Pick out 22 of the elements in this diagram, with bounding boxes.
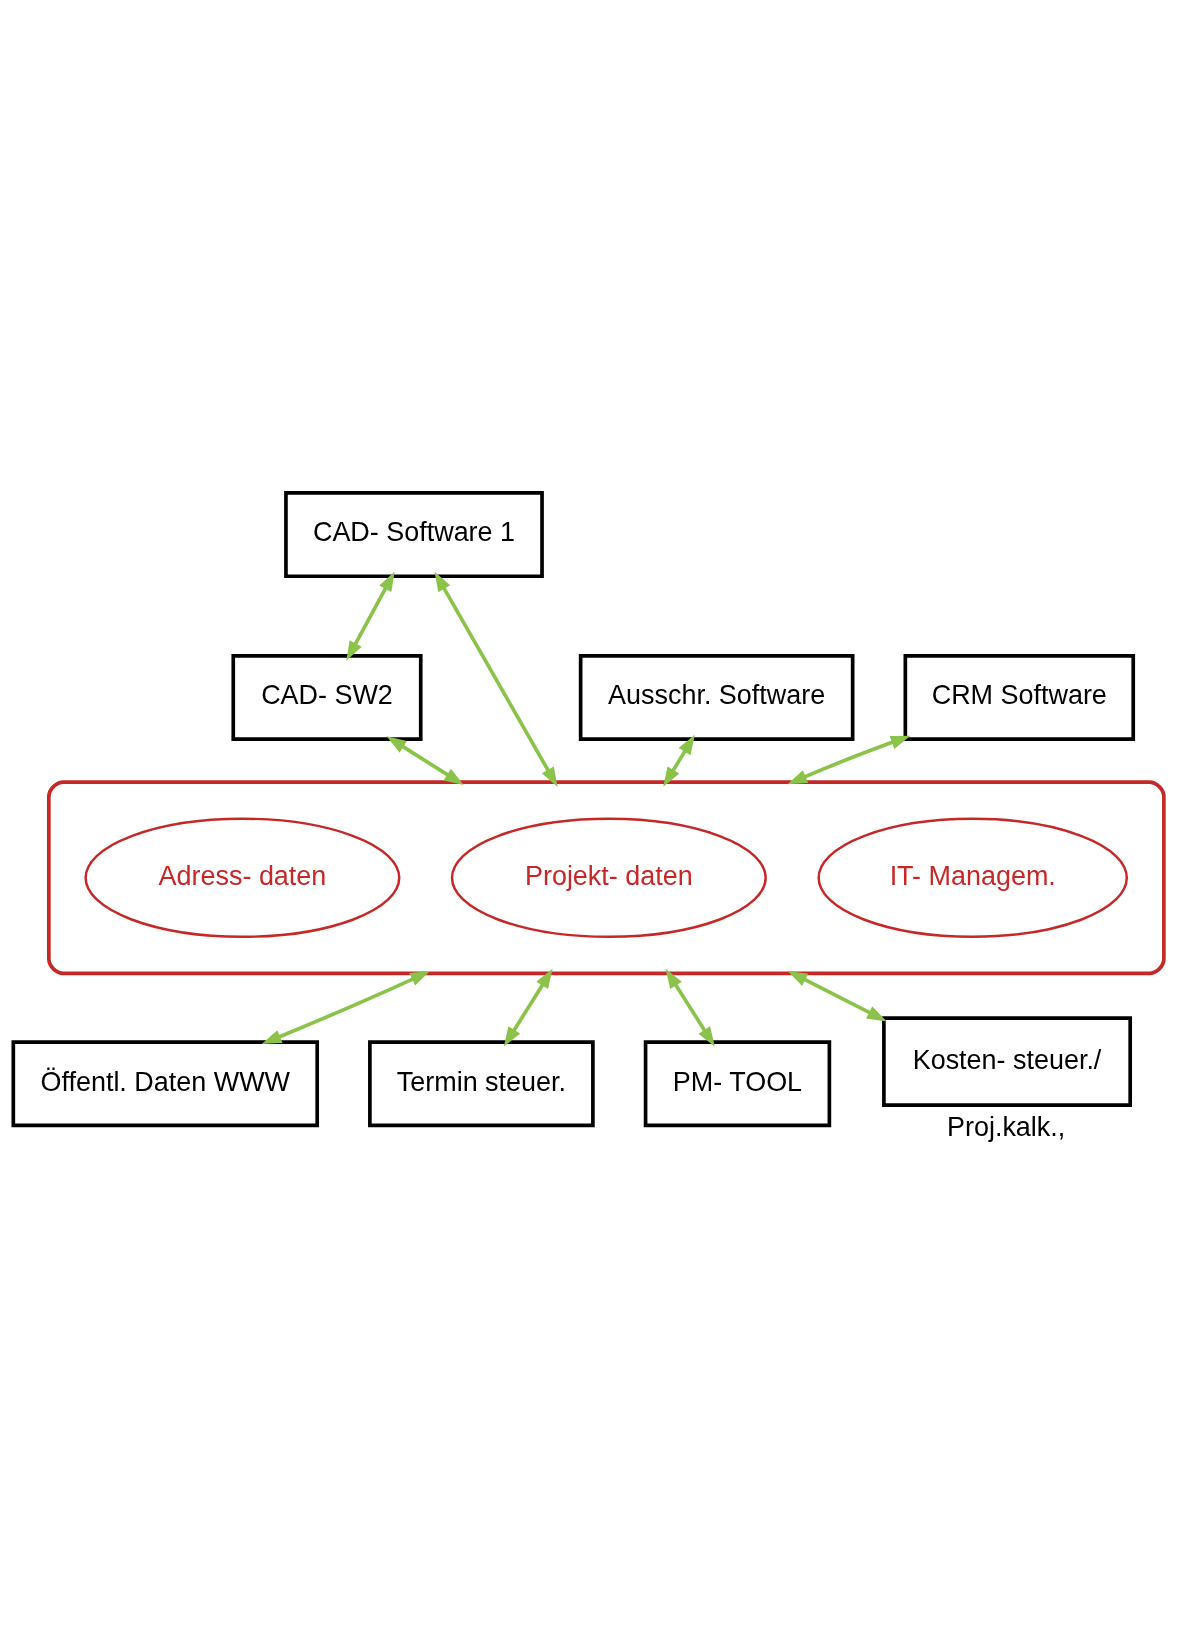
arrow	[787, 970, 887, 1022]
arrow	[503, 968, 553, 1047]
node-box: CAD- Software 1	[284, 491, 544, 579]
cluster	[47, 780, 1166, 976]
node-box: Ausschr. Software	[578, 654, 855, 742]
node-ellipse: IT- Managem.	[817, 817, 1128, 938]
arrow	[434, 571, 558, 787]
arrow	[386, 736, 464, 786]
node-box: Öffentl. Daten WWW	[11, 1040, 320, 1128]
node-ellipse: Adress- daten	[84, 817, 401, 938]
node-box: Termin steuer.	[368, 1040, 595, 1128]
node-box: CRM Software	[903, 654, 1136, 742]
node-box: Kosten- steuer./	[882, 1016, 1132, 1107]
node-box: CAD- SW2	[231, 654, 423, 742]
arrow	[787, 735, 911, 785]
node-box: PM- TOOL	[643, 1040, 832, 1128]
arrow	[261, 971, 431, 1045]
node-label: Proj.kalk.,	[947, 1111, 1066, 1142]
arrow	[663, 734, 695, 787]
arrow	[665, 968, 715, 1047]
arrow	[346, 571, 395, 661]
node-ellipse: Projekt- daten	[450, 817, 767, 938]
